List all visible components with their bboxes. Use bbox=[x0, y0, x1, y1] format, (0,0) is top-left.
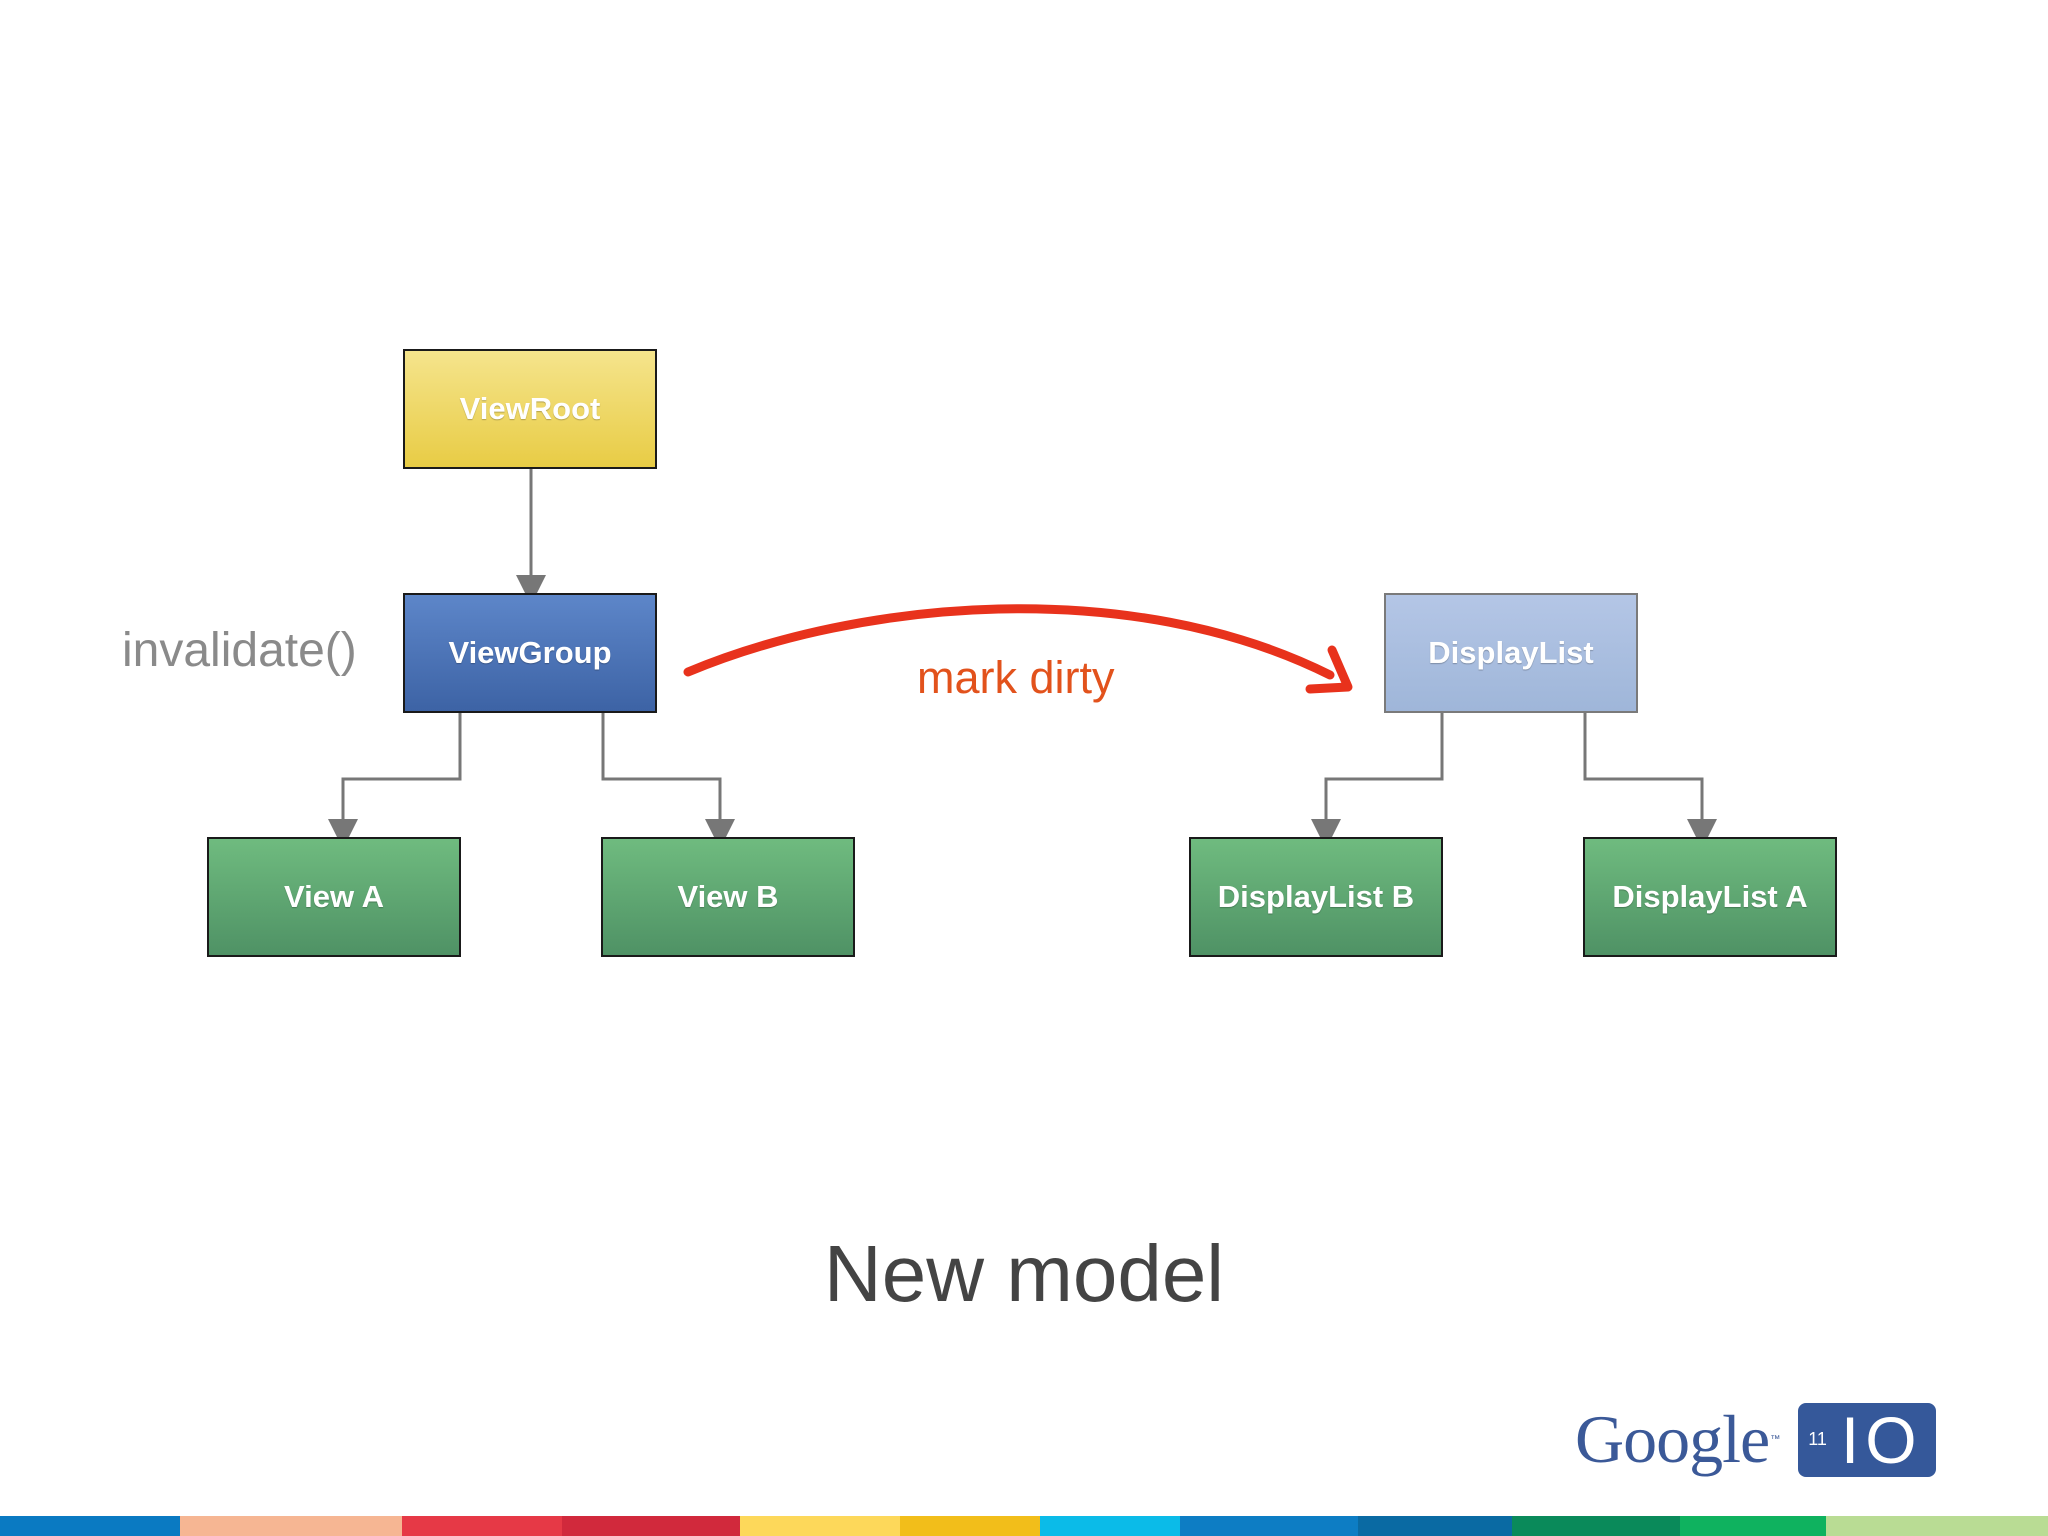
logo-io-badge: 11 IO bbox=[1798, 1402, 1937, 1477]
color-bar-segment bbox=[1358, 1516, 1512, 1536]
logo-wordmark: Google bbox=[1575, 1401, 1770, 1477]
node-displaylist-b: DisplayList B bbox=[1189, 837, 1443, 957]
edge-displaylist-displaylist-a bbox=[1583, 713, 1717, 849]
color-bar-segment bbox=[1512, 1516, 1680, 1536]
google-io-logo: Google ™ 11 IO bbox=[1575, 1400, 1937, 1479]
color-bar-segment bbox=[1180, 1516, 1358, 1536]
logo-year: 11 bbox=[1808, 1429, 1827, 1449]
node-view-a: View A bbox=[207, 837, 461, 957]
node-viewgroup: ViewGroup bbox=[403, 593, 657, 713]
color-bar-segment bbox=[562, 1516, 740, 1536]
color-bar-segment bbox=[1826, 1516, 2048, 1536]
color-bar-segment bbox=[180, 1516, 402, 1536]
color-bar-segment bbox=[0, 1516, 180, 1536]
color-bar-segment bbox=[1680, 1516, 1826, 1536]
mark-dirty-arrow bbox=[683, 604, 1335, 680]
mark-dirty-arrowhead bbox=[1305, 645, 1353, 694]
edge-viewgroup-view-b bbox=[601, 713, 735, 849]
color-bar-segment bbox=[1040, 1516, 1180, 1536]
color-bar-segment bbox=[900, 1516, 1040, 1536]
color-bar-segment bbox=[402, 1516, 562, 1536]
node-displaylist-a: DisplayList A bbox=[1583, 837, 1837, 957]
color-bar-segment bbox=[740, 1516, 900, 1536]
node-viewroot: ViewRoot bbox=[403, 349, 657, 469]
bottom-color-bar bbox=[0, 1516, 2048, 1536]
logo-trademark: ™ bbox=[1770, 1434, 1781, 1445]
edge-displaylist-displaylist-b bbox=[1311, 713, 1444, 849]
invalidate-label: invalidate() bbox=[122, 624, 357, 677]
mark-dirty-label: mark dirty bbox=[917, 652, 1115, 703]
edge-viewgroup-view-a bbox=[328, 713, 462, 849]
node-displaylist: DisplayList bbox=[1384, 593, 1638, 713]
node-view-b: View B bbox=[601, 837, 855, 957]
logo-io-text: IO bbox=[1840, 1402, 1919, 1477]
slide-title: New model bbox=[823, 1229, 1225, 1318]
